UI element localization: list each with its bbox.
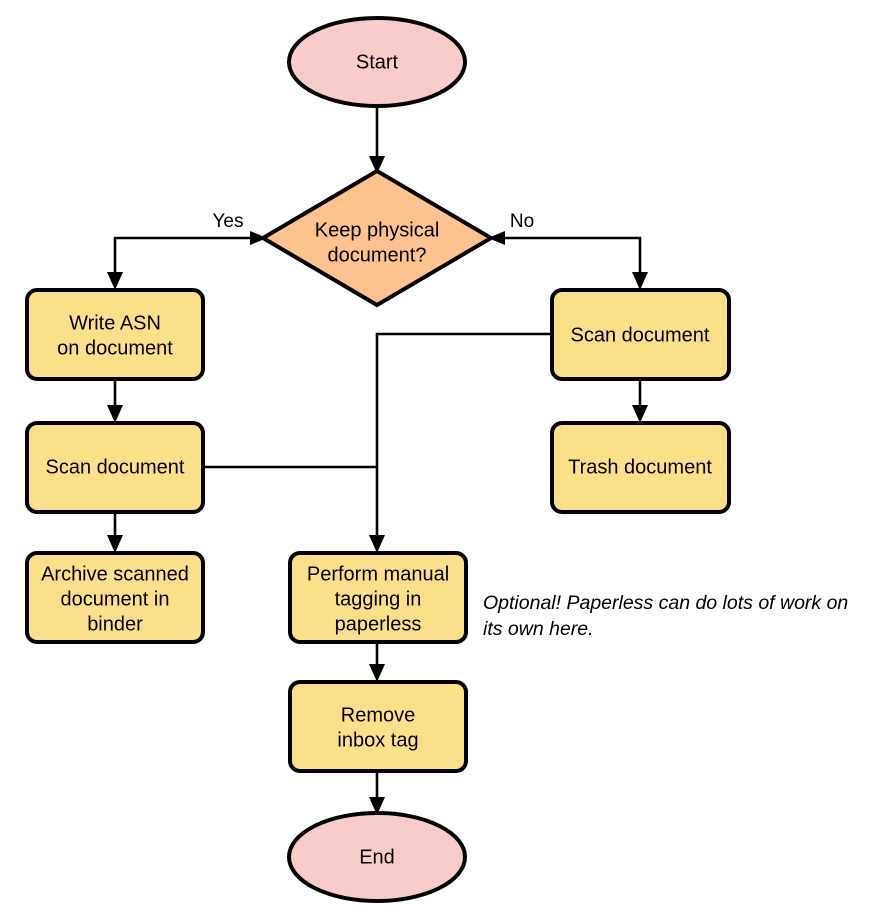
start-ellipse[interactable] <box>287 16 467 108</box>
trash-document-label: Trash document <box>568 456 712 478</box>
arrow-head-icon <box>369 664 385 682</box>
edge-tagging-to-remove-inbox <box>369 642 385 682</box>
remove-inbox-label-line2: inbox tag <box>337 729 418 751</box>
remove-inbox-label-line1: Remove <box>341 704 415 726</box>
archive-binder-box[interactable] <box>25 551 205 644</box>
manual-tagging-label-line3: paperless <box>335 613 422 635</box>
node-scan-document-left[interactable]: Scan document <box>25 421 205 514</box>
edge-scan-left-to-archive <box>107 512 123 553</box>
write-asn-label-line1: Write ASN <box>69 312 161 334</box>
scan-document-right-box[interactable] <box>550 288 731 381</box>
archive-binder-label-line3: binder <box>87 613 143 635</box>
arrow-head-icon <box>107 272 123 290</box>
annotation-line2: its own here. <box>483 618 594 640</box>
arrow-head-icon <box>107 535 123 553</box>
node-archive-binder[interactable]: Archive scanned document in binder <box>25 551 205 644</box>
arrow-head-icon <box>369 797 385 815</box>
remove-inbox-tag-box[interactable] <box>288 680 468 773</box>
edge-line <box>375 332 552 545</box>
edge-write-asn-to-scan-left <box>107 379 123 423</box>
scan-document-left-label: Scan document <box>46 456 185 478</box>
edge-remove-inbox-to-end <box>369 771 385 815</box>
edge-label-yes: Yes <box>213 211 244 232</box>
edge-decision-to-write-asn: Yes <box>107 211 267 290</box>
manual-tagging-box[interactable] <box>288 551 468 644</box>
trash-document-box[interactable] <box>550 421 731 514</box>
edge-scan-right-to-tagging <box>369 332 552 553</box>
edge-label-no: No <box>510 211 534 232</box>
manual-tagging-label-line1: Perform manual <box>307 563 449 585</box>
decision-label-line2: document? <box>328 244 427 266</box>
scan-document-right-label: Scan document <box>571 324 710 346</box>
decision-label-line1: Keep physical <box>315 219 440 241</box>
write-asn-label-line2: on document <box>57 337 173 359</box>
scan-document-left-box[interactable] <box>25 421 205 514</box>
arrow-head-icon <box>632 405 648 423</box>
arrow-head-icon <box>488 231 505 245</box>
edge-line <box>492 236 642 282</box>
write-asn-box[interactable] <box>25 288 205 381</box>
decision-diamond[interactable] <box>259 168 495 308</box>
node-end[interactable]: End <box>287 811 467 903</box>
edge-decision-to-scan-right: No <box>488 211 648 290</box>
node-start[interactable]: Start <box>287 16 467 108</box>
node-layer: Start Keep physical document? Write ASN … <box>25 16 731 903</box>
edge-line <box>113 236 263 282</box>
start-label: Start <box>356 51 399 73</box>
arrow-head-icon <box>107 405 123 423</box>
manual-tagging-label-line2: tagging in <box>335 588 422 610</box>
node-decision-keep-physical[interactable]: Keep physical document? <box>259 168 495 308</box>
edge-scan-right-to-trash <box>632 379 648 423</box>
node-scan-document-right[interactable]: Scan document <box>550 288 731 381</box>
arrow-head-icon <box>369 156 385 174</box>
end-label: End <box>359 846 395 868</box>
node-remove-inbox-tag[interactable]: Remove inbox tag <box>288 680 468 773</box>
end-ellipse[interactable] <box>287 811 467 903</box>
arrow-head-icon <box>250 231 267 245</box>
node-write-asn[interactable]: Write ASN on document <box>25 288 205 381</box>
archive-binder-label-line2: document in <box>61 588 170 610</box>
annotation-line1: Optional! Paperless can do lots of work … <box>483 592 848 614</box>
archive-binder-label-line1: Archive scanned <box>41 563 189 585</box>
edge-layer: Yes No <box>107 106 648 815</box>
edge-start-to-decision <box>369 106 385 174</box>
node-manual-tagging[interactable]: Perform manual tagging in paperless <box>288 551 468 644</box>
node-trash-document[interactable]: Trash document <box>550 421 731 514</box>
arrow-head-icon <box>632 272 648 290</box>
arrow-head-icon <box>369 535 385 553</box>
annotation-optional-note: Optional! Paperless can do lots of work … <box>483 592 848 640</box>
